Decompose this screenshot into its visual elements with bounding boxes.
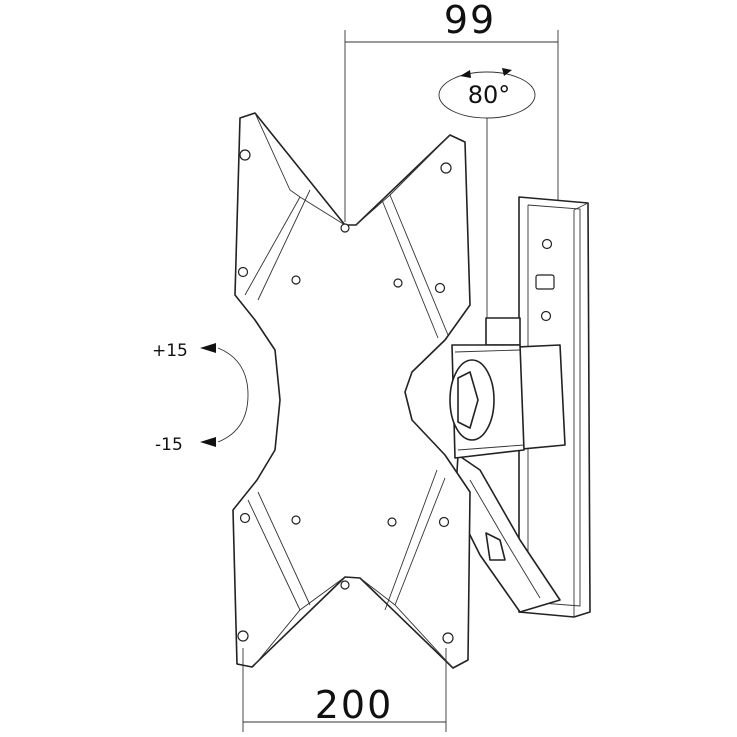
tilt-down-label: -15: [155, 435, 183, 455]
pivot-arm: [449, 317, 566, 613]
swivel-angle-label: 80°: [468, 81, 511, 109]
top-width-label: 99: [444, 0, 496, 42]
bracket-hole: [540, 310, 552, 322]
mount-hole: [340, 580, 350, 590]
mount-hole: [438, 516, 450, 528]
mount-hole: [239, 512, 251, 524]
mount-hole: [387, 517, 397, 527]
mount-hole: [440, 162, 452, 174]
mount-hole: [291, 515, 301, 525]
swivel-arrow-left: [460, 70, 471, 78]
tilt-indicator: +15 -15: [152, 341, 249, 455]
tilt-up-label: +15: [152, 341, 188, 361]
mount-hole: [434, 282, 446, 294]
mount-hole: [237, 630, 249, 642]
mount-hole: [237, 266, 249, 278]
tilt-arrow-up: [200, 343, 216, 353]
tilt-arrow-down: [200, 437, 216, 447]
mount-hole: [393, 278, 403, 288]
mount-hole: [442, 632, 454, 644]
bracket-slot: [535, 274, 555, 290]
mount-hole: [239, 149, 251, 161]
bottom-width-label: 200: [315, 683, 394, 727]
bracket-hole: [541, 238, 553, 250]
dimension-99: 99: [344, 0, 559, 222]
swivel-indicator: 80°: [438, 68, 536, 318]
mount-hole: [340, 223, 350, 233]
swivel-arrow-right: [502, 68, 512, 76]
vesa-plate: [232, 112, 471, 669]
mount-hole: [291, 275, 301, 285]
dimension-200: 200: [242, 648, 447, 732]
